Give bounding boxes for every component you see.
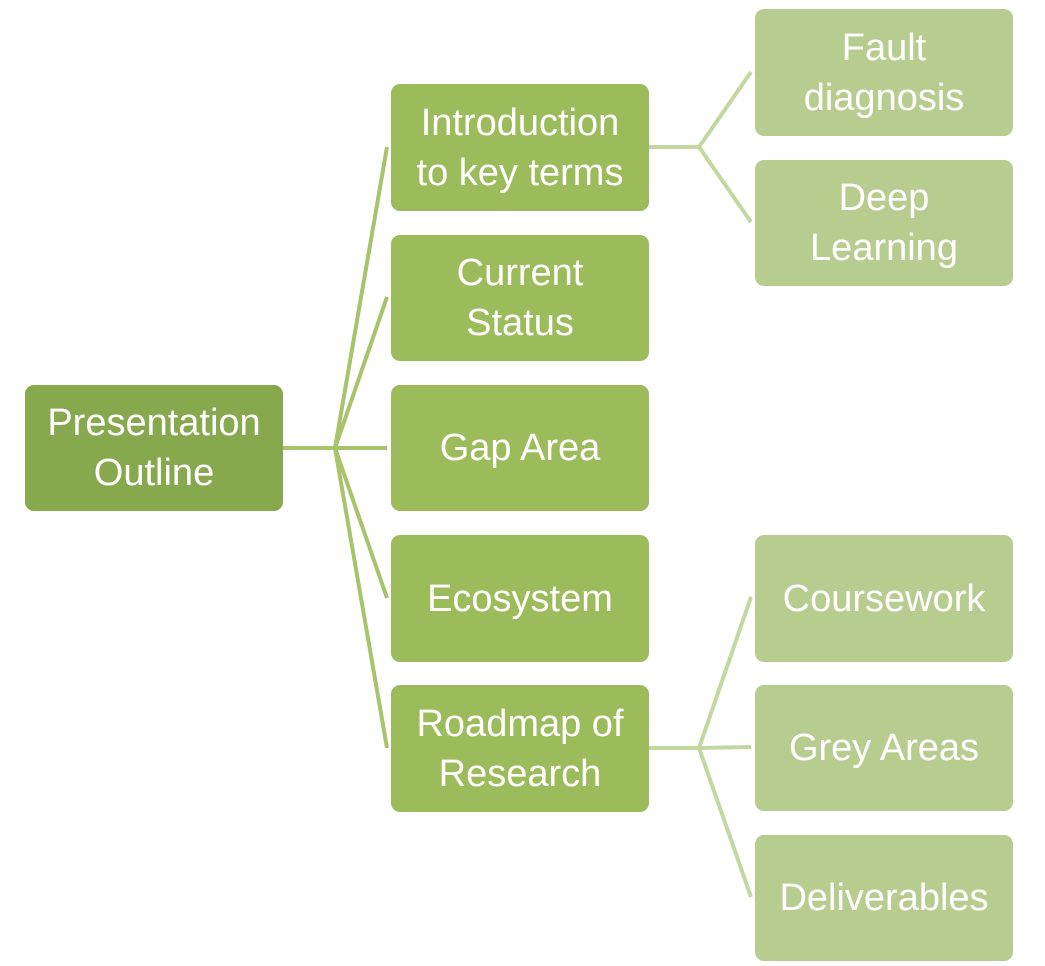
topic-node-ecosystem: Ecosystem (391, 535, 649, 662)
subtopic-node-grey-areas: Grey Areas (755, 685, 1013, 811)
topic-node-current-status: Current Status (391, 235, 649, 361)
subtopic-node-fault-diagnosis: Fault diagnosis (755, 9, 1013, 136)
connector-roadmap-to-deliverables (649, 746, 753, 898)
subtopic-node-deep-learning: Deep Learning (755, 160, 1013, 286)
subtopic-node-deliverables: Deliverables (755, 835, 1013, 961)
topic-node-gap-area: Gap Area (391, 385, 649, 511)
root-node-presentation-outline: Presentation Outline (25, 385, 283, 511)
connector-root-to-ecosystem (283, 446, 389, 599)
connector-roadmap-to-coursework (649, 596, 753, 750)
topic-node-roadmap: Roadmap of Research (391, 685, 649, 812)
connector-root-to-current-status (283, 296, 389, 450)
connector-introduction-to-deep-learning (649, 145, 753, 224)
topic-node-introduction: Introduction to key terms (391, 84, 649, 211)
connector-root-to-introduction (283, 146, 389, 450)
connector-introduction-to-fault-diagnosis (649, 70, 753, 149)
connector-root-to-roadmap (283, 446, 389, 749)
subtopic-node-coursework: Coursework (755, 535, 1013, 662)
